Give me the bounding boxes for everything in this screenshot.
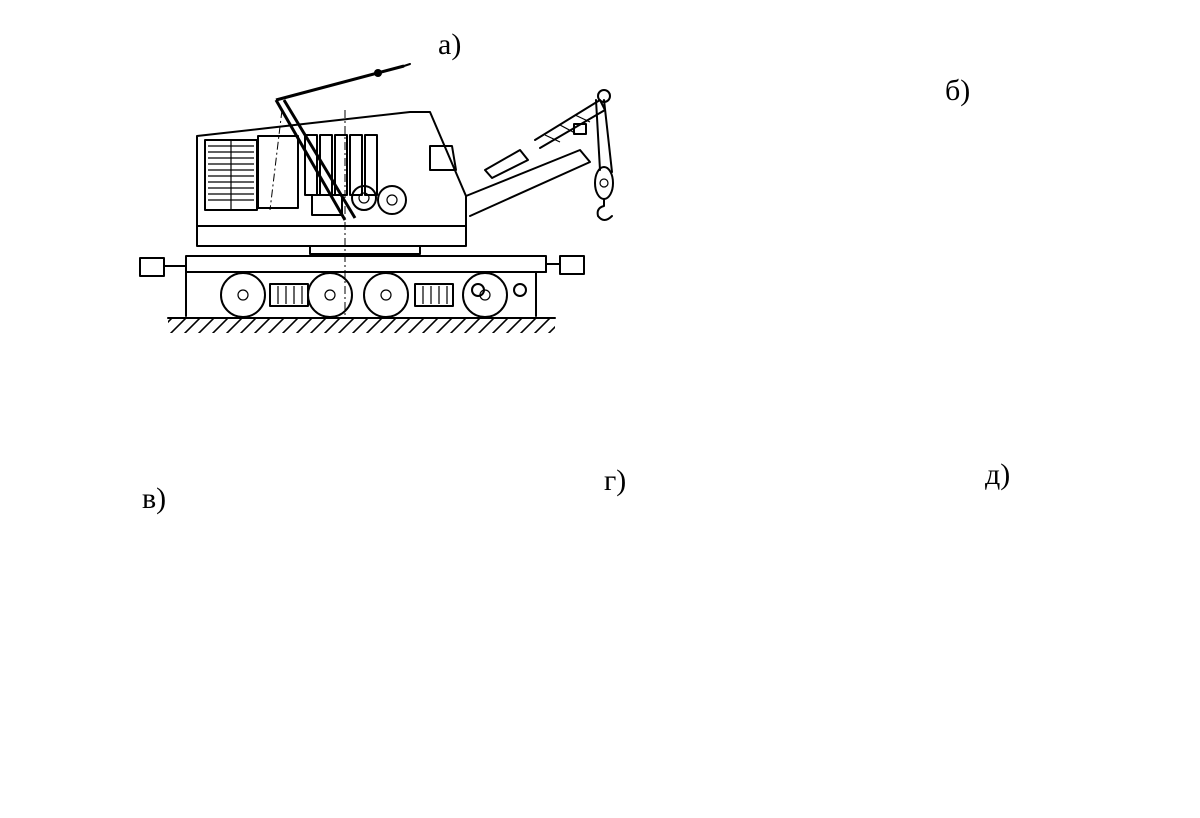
panel-a-label: а) (438, 28, 462, 61)
panel-d-label: д) (985, 458, 1011, 491)
panel-b-label: б) (945, 74, 971, 107)
panel-v-label: в) (142, 482, 167, 515)
panel-a-railway-crane (139, 63, 614, 333)
panel-g-label: г) (604, 464, 627, 497)
ground-hatch-icon (167, 317, 556, 333)
